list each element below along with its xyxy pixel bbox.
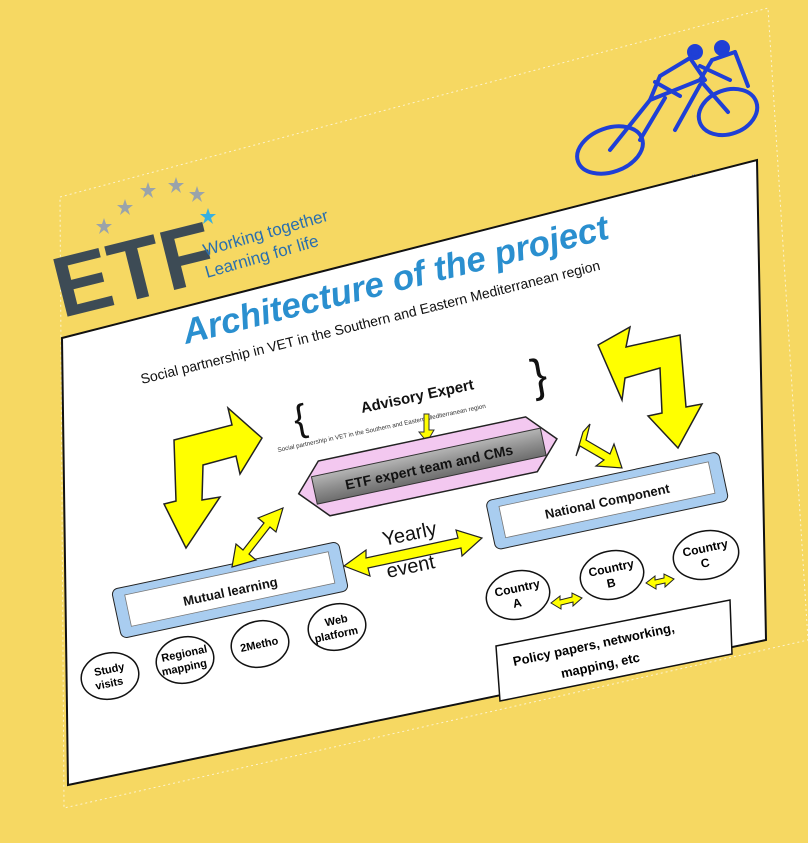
country-a-b-arrow bbox=[550, 592, 583, 610]
advisory-down-arrow bbox=[417, 413, 435, 443]
oval-study-visits: Study visits bbox=[80, 651, 140, 701]
country-c-line2: C bbox=[699, 555, 711, 571]
oval-web-platform: Web platform bbox=[307, 602, 367, 652]
national-component-box: National Component bbox=[486, 452, 729, 550]
country-c: Country C bbox=[672, 529, 740, 581]
oval-regional-mapping: Regional mapping bbox=[155, 635, 215, 685]
policy-papers-box: Policy papers, networking, mapping, etc bbox=[495, 599, 733, 702]
oval-methodology: 2Metho bbox=[230, 619, 290, 669]
country-a-line2: A bbox=[511, 595, 523, 611]
yearly-event-arrow bbox=[342, 529, 484, 577]
etf-national-arrow bbox=[575, 423, 623, 469]
web-platform-line1: Web bbox=[324, 613, 349, 630]
country-b: Country B bbox=[579, 549, 645, 601]
etf-mutual-arrow bbox=[231, 506, 284, 568]
etf-expert-team-box: ETF expert team and CMs bbox=[297, 416, 558, 517]
mutual-learning-box: Mutual learning bbox=[111, 542, 349, 638]
logo-stars bbox=[96, 177, 216, 234]
tandem-bicycle-icon: dinu bbox=[575, 40, 760, 184]
country-b-line2: B bbox=[605, 575, 617, 591]
country-a: Country A bbox=[485, 569, 551, 621]
study-visits-line2: visits bbox=[94, 675, 124, 693]
left-big-arrow bbox=[162, 405, 263, 550]
right-big-arrow bbox=[597, 325, 704, 450]
country-b-c-arrow bbox=[645, 573, 675, 590]
